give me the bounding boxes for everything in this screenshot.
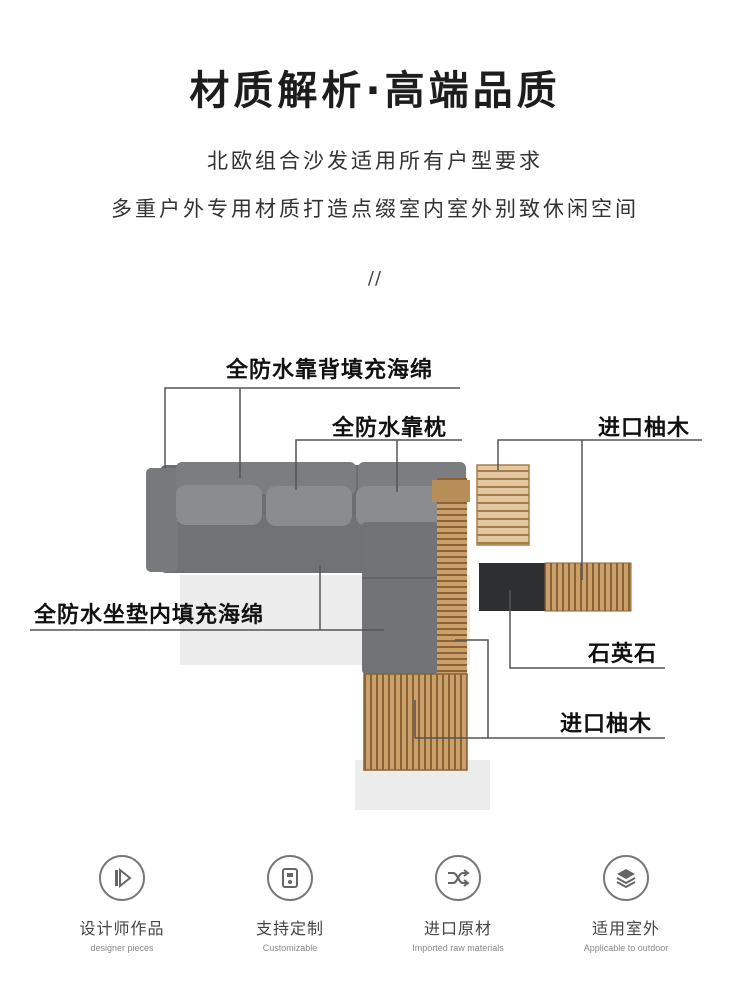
callout-waterproof-pillow: 全防水靠枕 [332,416,448,441]
left-armrest [146,468,178,572]
teak-table-slats [544,562,632,612]
callout-imported-teak-top: 进口柚木 [598,416,691,441]
callout-quartz: 石英石 [588,642,658,667]
feature-sublabel: Imported raw materials [412,943,504,953]
quartz-tabletop [479,563,547,611]
callout-lines [30,387,702,739]
feature-sublabel: Applicable to outdoor [583,943,669,953]
throw-pillow [176,485,262,525]
teak-side-panel-top [432,480,470,502]
subtitle-line-2: 多重户外专用材质打造点缀室内室外别致休闲空间 [111,197,639,221]
throw-pillow [266,486,352,526]
feature-designer-pieces: 设计师作品 designer pieces [42,855,202,953]
chaise-seat [362,522,438,674]
callout-backrest-sponge: 全防水靠背填充海绵 [226,358,434,383]
page-title: 材质解析·高端品质 [189,68,561,114]
feature-outdoor: 适用室外 Applicable to outdoor [546,855,706,953]
feature-sublabel: designer pieces [90,943,154,953]
feature-imported-materials: 进口原材 Imported raw materials [378,855,538,953]
subtitle-line-1: 北欧组合沙发适用所有户型要求 [207,149,543,173]
customize-panel-icon [267,855,313,901]
feature-label: 进口原材 [423,919,492,938]
throw-pillow [356,486,442,526]
play-square-icon [99,855,145,901]
feature-label: 适用室外 [591,919,660,938]
divider-mark: // [367,268,383,289]
callout-seat-sponge: 全防水坐垫内填充海绵 [34,603,265,628]
feature-label: 支持定制 [255,919,324,938]
feature-label: 设计师作品 [79,919,165,938]
callout-imported-teak-bottom: 进口柚木 [560,712,653,737]
feature-customizable: 支持定制 Customizable [210,855,370,953]
feature-sublabel: Customizable [262,943,318,953]
layers-icon [603,855,649,901]
teak-side-panel [437,478,467,676]
teak-platform-edge [363,673,468,771]
teak-crate-table [476,464,530,546]
shuffle-arrows-icon [435,855,481,901]
